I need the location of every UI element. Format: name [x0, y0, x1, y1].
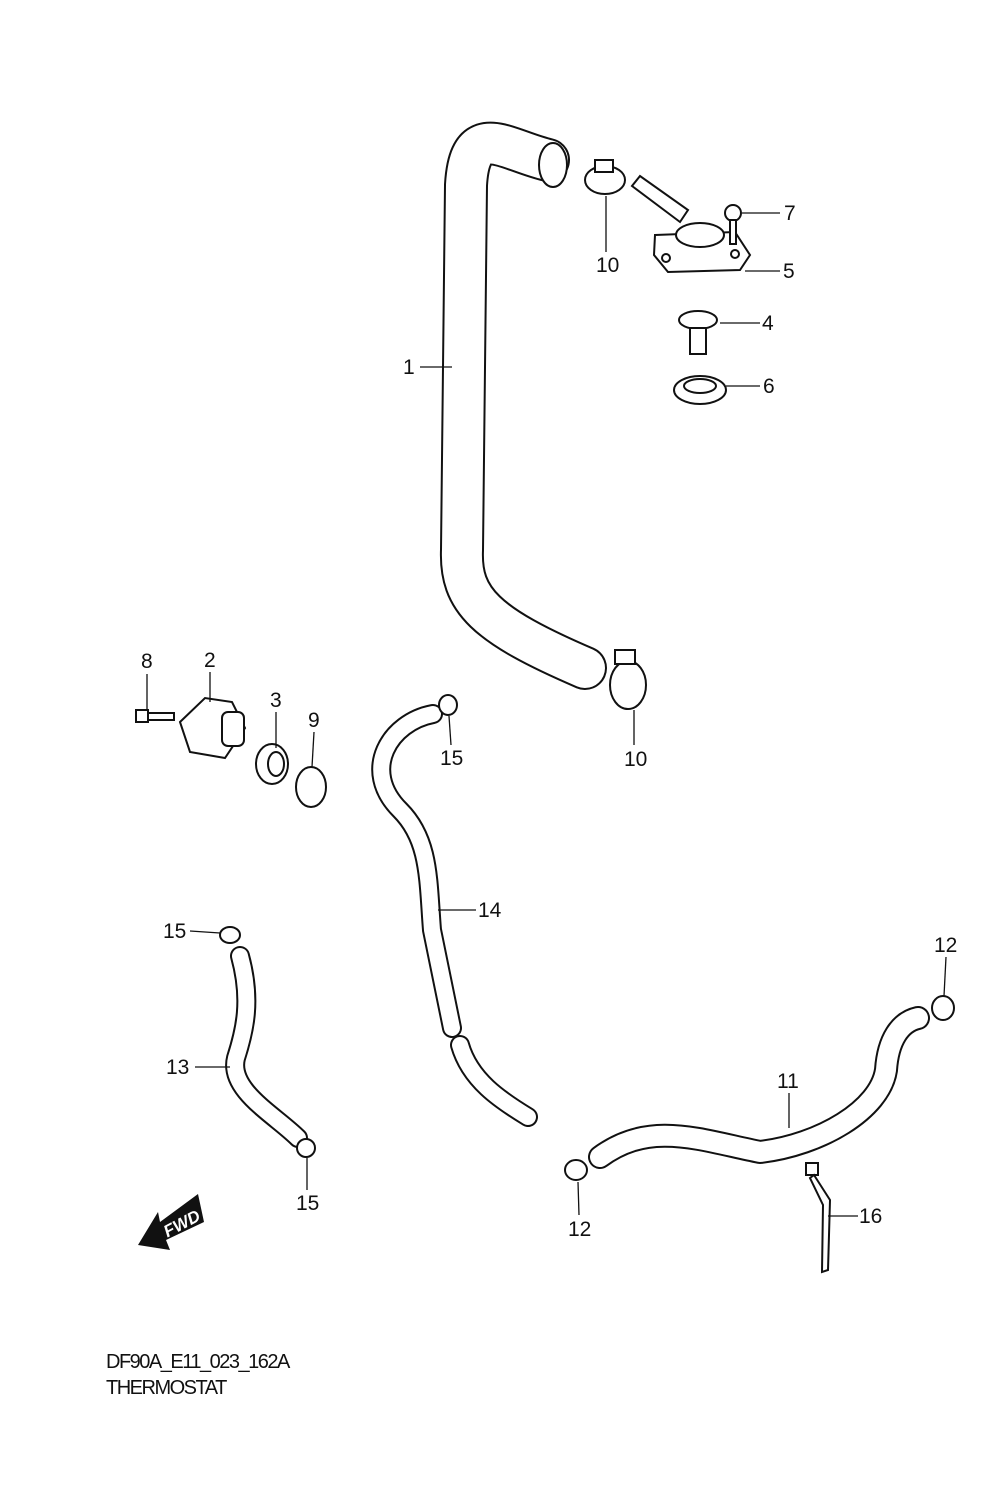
clamp-12-a	[931, 995, 955, 1021]
callout-14: 14	[478, 899, 502, 922]
callouts: 1 2 3 4 5 6 7 8 9 10 10 11 12 12 13 14 1…	[141, 202, 957, 1241]
housing-2	[178, 696, 247, 760]
fwd-arrow-icon: FWD	[138, 1194, 204, 1250]
thermostat-4	[678, 310, 718, 355]
clamp-15-a	[438, 694, 458, 716]
valve-3	[255, 743, 289, 785]
clamp-10-top	[584, 159, 626, 195]
callout-9: 9	[308, 709, 320, 732]
callout-6: 6	[763, 375, 775, 398]
cable-tie-16	[805, 1162, 832, 1274]
callout-4: 4	[762, 312, 774, 335]
hose-1	[439, 121, 607, 690]
hose-11	[588, 1006, 930, 1169]
bolt-7	[724, 204, 742, 245]
callout-7: 7	[784, 202, 796, 225]
callout-8: 8	[141, 650, 153, 673]
diagram-code: DF90A_E11_023_162A	[106, 1351, 290, 1373]
callout-12-left: 12	[568, 1218, 591, 1241]
callout-11: 11	[777, 1070, 799, 1093]
callout-3: 3	[270, 689, 282, 712]
callout-15-left: 15	[163, 920, 186, 943]
clamp-15-b	[219, 926, 241, 944]
callout-10-top: 10	[596, 254, 619, 277]
callout-15-bottom: 15	[296, 1192, 319, 1215]
callout-13: 13	[166, 1056, 189, 1079]
hose-13	[225, 946, 308, 1148]
callout-12-right: 12	[934, 934, 957, 957]
leader-lines	[146, 196, 947, 1217]
callout-16: 16	[859, 1205, 882, 1228]
bolt-8	[135, 709, 175, 723]
clamp-15-c	[296, 1138, 316, 1158]
callout-10-bottom: 10	[624, 748, 647, 771]
hose-14	[371, 704, 538, 1127]
clamp-10-bottom	[609, 649, 647, 710]
callout-15-top: 15	[440, 747, 463, 770]
callout-2: 2	[204, 649, 216, 672]
diagram-title: THERMOSTAT	[106, 1377, 227, 1399]
seal-6	[673, 375, 727, 405]
callout-1: 1	[403, 356, 415, 379]
thermostat-cover-5	[630, 174, 752, 274]
o-ring-9	[295, 766, 327, 808]
clamp-12-b	[564, 1159, 588, 1181]
callout-5: 5	[783, 260, 795, 283]
